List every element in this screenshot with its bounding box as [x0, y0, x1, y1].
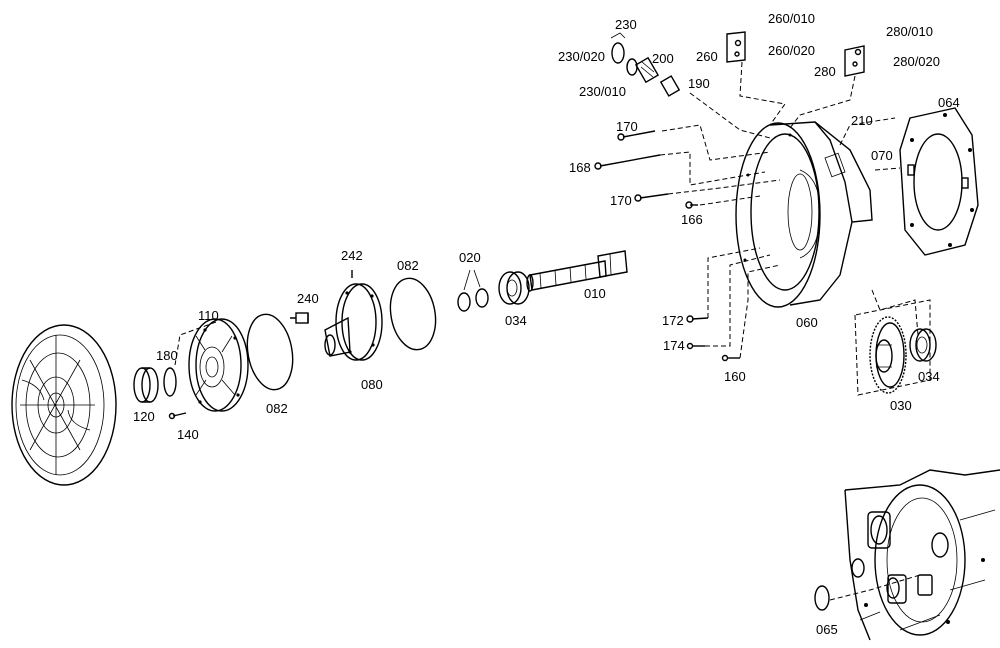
- label-280: 280: [814, 64, 836, 79]
- label-240: 240: [297, 291, 319, 306]
- label-174: 174: [663, 338, 685, 353]
- label-082-bottom: 082: [266, 401, 288, 416]
- label-082-top: 082: [397, 258, 419, 273]
- part-140-screw: [168, 412, 187, 420]
- label-060: 060: [796, 315, 818, 330]
- label-030: 030: [890, 398, 912, 413]
- label-172: 172: [662, 313, 684, 328]
- part-010-shaft: [526, 250, 628, 292]
- label-065: 065: [816, 622, 838, 637]
- label-034-top: 034: [505, 313, 527, 328]
- label-210: 210: [851, 113, 873, 128]
- label-140: 140: [177, 427, 199, 442]
- label-166: 166: [681, 212, 703, 227]
- part-280-bracket: [844, 45, 865, 77]
- part-080-pump-cover: [324, 283, 383, 361]
- label-034-bottom: 034: [918, 369, 940, 384]
- part-110-pump-housing: [188, 318, 249, 412]
- part-082-oring-lower: [246, 313, 294, 391]
- bolts-lower: [686, 315, 740, 362]
- label-020: 020: [459, 250, 481, 265]
- label-230: 230: [615, 17, 637, 32]
- callout-labels: 230 230/020 230/010 200 190 260/010 260 …: [133, 11, 960, 637]
- label-160: 160: [724, 369, 746, 384]
- part-060-housing: [735, 121, 873, 308]
- part-064-gasket: [899, 107, 979, 256]
- label-190: 190: [688, 76, 710, 91]
- label-120: 120: [133, 409, 155, 424]
- label-010: 010: [584, 286, 606, 301]
- part-030-gear: [869, 316, 907, 394]
- part-020-rings: [457, 269, 489, 312]
- label-230-010: 230/010: [579, 84, 626, 99]
- label-110: 110: [198, 308, 219, 323]
- part-034-bearing-lower: [909, 328, 937, 362]
- label-170-top: 170: [616, 119, 638, 134]
- label-080: 080: [361, 377, 383, 392]
- label-170-bottom: 170: [610, 193, 632, 208]
- label-180: 180: [156, 348, 178, 363]
- label-280-010: 280/010: [886, 24, 933, 39]
- part-240-plug: [290, 312, 309, 324]
- label-260: 260: [696, 49, 718, 64]
- assembly-lines: [174, 61, 931, 601]
- bolts-upper: [594, 130, 698, 209]
- part-034-bearing-upper: [498, 271, 530, 305]
- part-082-oring-upper: [389, 277, 437, 351]
- label-242: 242: [341, 248, 363, 263]
- torque-converter: [11, 324, 117, 486]
- housing-detail-view: [844, 469, 1000, 641]
- label-064: 064: [938, 95, 960, 110]
- label-280-020: 280/020: [893, 54, 940, 69]
- label-200: 200: [652, 51, 674, 66]
- part-230-group: [610, 32, 681, 97]
- part-120-ring: [133, 367, 159, 403]
- label-260-010: 260/010: [768, 11, 815, 26]
- part-180-snap-ring: [163, 367, 177, 397]
- label-070: 070: [871, 148, 893, 163]
- part-065-oring: [814, 585, 830, 611]
- part-260-bracket: [726, 31, 746, 63]
- label-168: 168: [569, 160, 591, 175]
- label-260-020: 260/020: [768, 43, 815, 58]
- label-230-020: 230/020: [558, 49, 605, 64]
